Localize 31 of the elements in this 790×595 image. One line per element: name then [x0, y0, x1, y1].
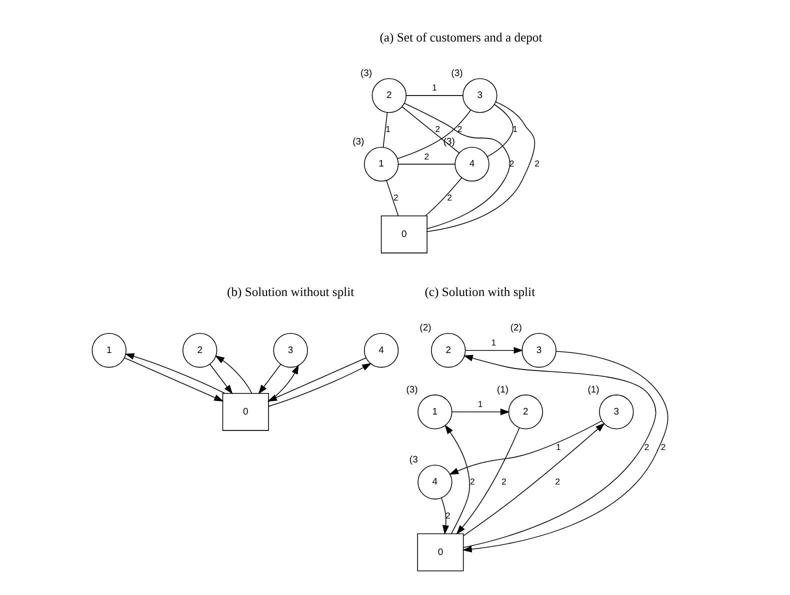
- edge-label: 1: [432, 82, 436, 93]
- edge-label: 2: [534, 158, 540, 168]
- edge-label: 2: [445, 510, 450, 521]
- node-label: (3): [360, 68, 372, 79]
- edge-label: 2: [424, 151, 429, 162]
- edge-label: 2: [660, 442, 666, 452]
- edge-label: 1: [477, 399, 482, 409]
- edge-label: 2: [446, 192, 452, 203]
- node-label: (3: [408, 454, 418, 466]
- edge-label: 2: [644, 442, 649, 452]
- edge-label: 2: [508, 158, 514, 168]
- edge-label: 1: [555, 442, 560, 452]
- edge-label: 2: [554, 476, 560, 486]
- edge-label: 1: [490, 337, 496, 348]
- edge-label: 2: [501, 476, 506, 486]
- label: (b) Solution without split: [226, 285, 354, 300]
- node-label: (1): [587, 384, 599, 396]
- edge-label: 2: [456, 124, 462, 134]
- node-label: (1): [496, 384, 508, 396]
- node-label: (3): [450, 68, 462, 79]
- edge-label: 2: [434, 124, 440, 134]
- label: (c) Solution with split: [424, 285, 535, 300]
- edge-label: 1: [385, 124, 390, 134]
- label: (a) Set of customers and a depot: [379, 30, 542, 44]
- node-label: (3): [406, 384, 418, 396]
- edge-label: 1: [512, 124, 517, 134]
- node-label: (3): [352, 136, 364, 148]
- node-label: (2): [510, 322, 522, 334]
- node-label: (2): [419, 322, 431, 334]
- edge-label: 2: [392, 192, 398, 203]
- edge-label: 2: [470, 476, 474, 486]
